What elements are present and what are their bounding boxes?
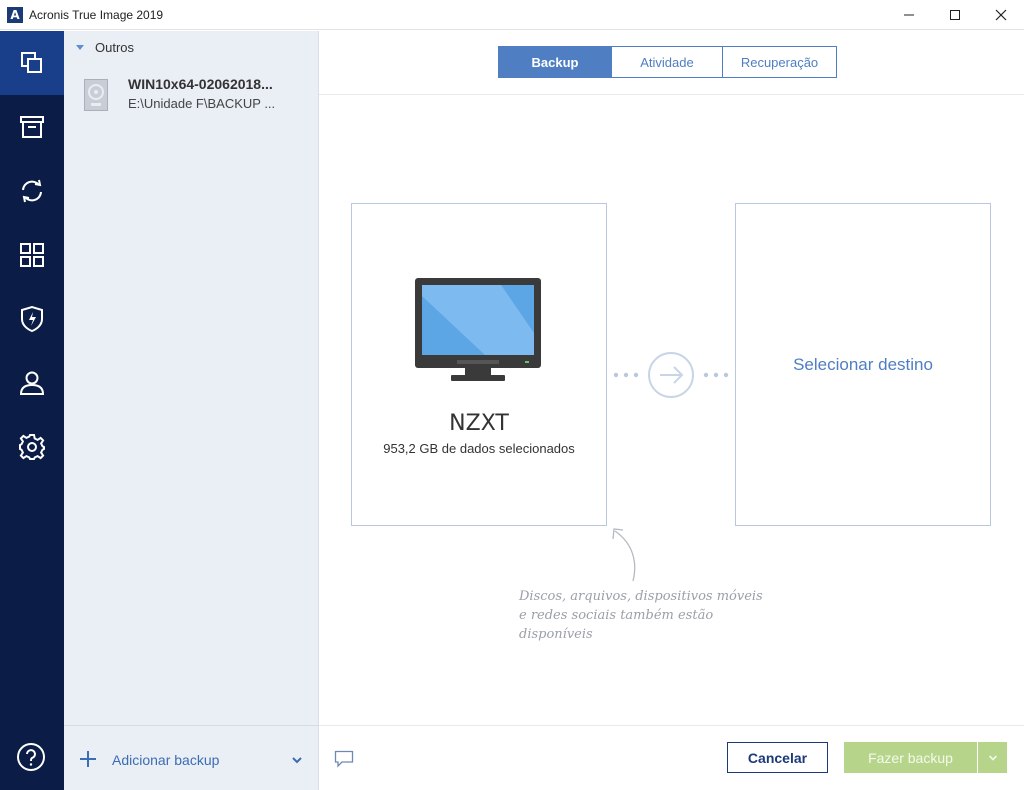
curved-arrow-icon (612, 528, 636, 582)
hint-line-3: disponíveis (519, 627, 593, 642)
nav-tools[interactable] (0, 223, 64, 287)
main-area: Backup Atividade Recuperação NZXT 953,2 … (319, 31, 1024, 790)
chevron-down-icon[interactable] (291, 754, 303, 766)
title-bar: A Acronis True Image 2019 (0, 0, 1024, 30)
backup-list-panel: Outros WIN10x64-02062018... E:\Unidade F… (64, 31, 319, 790)
source-name: NZXT (449, 411, 509, 436)
start-backup-button[interactable]: Fazer backup (844, 742, 977, 773)
group-label: Outros (95, 40, 135, 55)
source-info: 953,2 GB de dados selecionados (383, 441, 575, 456)
nav-backup[interactable] (0, 31, 64, 95)
source-card[interactable]: NZXT 953,2 GB de dados selecionados (351, 203, 607, 526)
hint-line-2: e redes sociais também estão (519, 608, 714, 623)
grid-icon (20, 243, 44, 267)
maximize-icon (950, 10, 960, 20)
backup-options-dropdown[interactable] (978, 742, 1007, 773)
user-icon (19, 371, 45, 395)
select-destination-label: Selecionar destino (793, 355, 933, 374)
archive-box-icon (20, 116, 44, 138)
cancel-button[interactable]: Cancelar (727, 742, 828, 773)
app-logo-icon: A (7, 6, 23, 23)
tab-divider (319, 94, 1024, 95)
nav-sync[interactable] (0, 159, 64, 223)
tab-recovery[interactable]: Recuperação (723, 46, 837, 78)
destination-card[interactable]: Selecionar destino (735, 203, 991, 526)
maximize-button[interactable] (932, 0, 978, 30)
copy-icon (21, 52, 42, 73)
add-backup-bar: Adicionar backup (64, 725, 318, 790)
hint-line-1: Discos, arquivos, dispositivos móveis (519, 589, 763, 604)
group-header[interactable]: Outros (76, 40, 134, 55)
hint-text: Discos, arquivos, dispositivos móveis e … (519, 587, 809, 644)
collapse-triangle-icon (76, 45, 84, 50)
shield-bolt-icon (21, 305, 43, 333)
backup-item-path: E:\Unidade F\BACKUP ... (128, 96, 276, 111)
tab-backup[interactable]: Backup (498, 46, 612, 78)
close-button[interactable] (978, 0, 1024, 30)
navigation-rail (0, 31, 64, 790)
nav-account[interactable] (0, 351, 64, 415)
add-backup-button[interactable]: Adicionar backup (112, 752, 220, 768)
nav-archive[interactable] (0, 95, 64, 159)
arrow-connector-icon (613, 352, 729, 398)
window-controls (886, 0, 1024, 30)
minimize-icon (904, 14, 914, 16)
sync-icon (22, 179, 42, 203)
close-icon (995, 9, 1007, 21)
plus-icon[interactable] (79, 750, 97, 768)
tab-activity[interactable]: Atividade (612, 46, 723, 78)
chat-bubble-icon[interactable] (334, 750, 354, 768)
nav-settings[interactable] (0, 415, 64, 479)
gear-icon (19, 434, 45, 460)
hard-disk-icon (84, 79, 108, 111)
chevron-down-icon (988, 754, 997, 761)
tab-bar: Backup Atividade Recuperação (498, 46, 837, 78)
minimize-button[interactable] (886, 0, 932, 30)
backup-list-item[interactable]: WIN10x64-02062018... E:\Unidade F\BACKUP… (64, 69, 318, 119)
window-title: Acronis True Image 2019 (29, 7, 164, 22)
monitor-icon (415, 278, 541, 381)
backup-item-name: WIN10x64-02062018... (128, 76, 273, 92)
nav-protection[interactable] (0, 287, 64, 351)
help-circle-icon[interactable] (16, 742, 46, 772)
footer-divider (319, 725, 1024, 726)
